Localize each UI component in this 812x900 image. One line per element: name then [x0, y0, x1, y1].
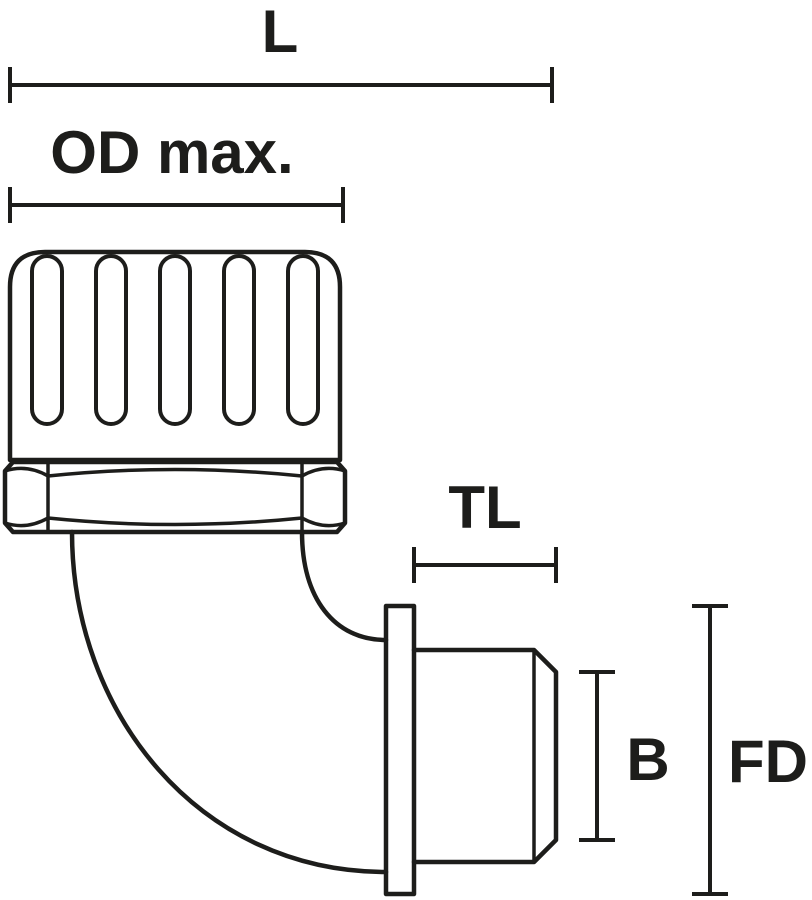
elbow-inner-profile — [299, 529, 389, 643]
dimension-label-outer-diameter-max: OD max. — [50, 119, 293, 186]
hex-chamfer-arc — [46, 467, 304, 478]
hex-chamfer-arc — [3, 466, 50, 478]
spigot-outline — [411, 647, 559, 865]
flange-outline — [383, 603, 417, 897]
cap-rib-groove — [222, 254, 256, 426]
hex-chamfer-arc — [46, 516, 304, 527]
elbow-outer-profile — [69, 529, 389, 875]
hex-nut-outline — [2, 459, 348, 535]
hex-chamfer-arc — [300, 516, 347, 528]
hex-chamfer-arc — [3, 516, 50, 528]
dimension-label-overall-length: L — [262, 0, 299, 65]
cap-rib-groove — [286, 254, 320, 426]
dimension-thread-length: TL — [412, 474, 558, 583]
dimension-label-flange-diameter: FD — [728, 728, 808, 795]
dimension-bore: B — [579, 670, 670, 842]
hex-nut — [2, 459, 348, 535]
cap-rib-groove — [30, 254, 64, 426]
cap-rib-groove — [94, 254, 128, 426]
hex-chamfer-arc — [300, 466, 347, 478]
cap-rib-groove — [158, 254, 192, 426]
male-thread-spigot — [411, 647, 559, 865]
dimension-overall-length: L — [8, 0, 554, 103]
dimension-flange-diameter: FD — [692, 604, 808, 896]
dimension-label-bore: B — [626, 726, 669, 793]
elbow-body — [69, 529, 389, 875]
dimension-label-thread-length: TL — [448, 474, 521, 541]
swivel-cap-outline — [7, 249, 343, 463]
swivel-cap — [7, 249, 343, 463]
dimension-outer-diameter-max: OD max. — [8, 119, 345, 223]
